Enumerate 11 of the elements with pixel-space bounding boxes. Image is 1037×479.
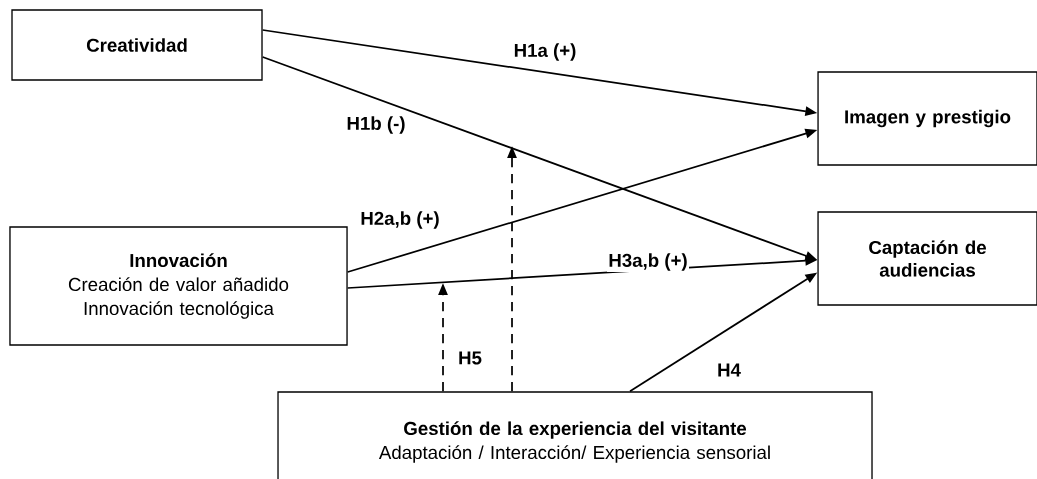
edge-label: H1b (-) xyxy=(345,114,407,136)
edge-label: H2a,b (+) xyxy=(359,209,441,231)
process-box: Creatividad xyxy=(11,9,263,81)
process-box: Innovación Creación de valor añadido Innovación tecnológica xyxy=(9,226,348,346)
edge-label: H5 xyxy=(456,350,484,366)
edge-label: H4 xyxy=(715,362,743,378)
edge-label: H1a (+) xyxy=(512,41,578,63)
process-box: Gestión de la experiencia del visitante Adaptación / Interacción/ Experiencia sensorial xyxy=(277,391,873,479)
edge-label: H3a,b (+) xyxy=(607,251,689,273)
process-box: Imagen y prestigio xyxy=(817,71,1037,166)
process-box: Captación de audiencias xyxy=(817,211,1037,306)
